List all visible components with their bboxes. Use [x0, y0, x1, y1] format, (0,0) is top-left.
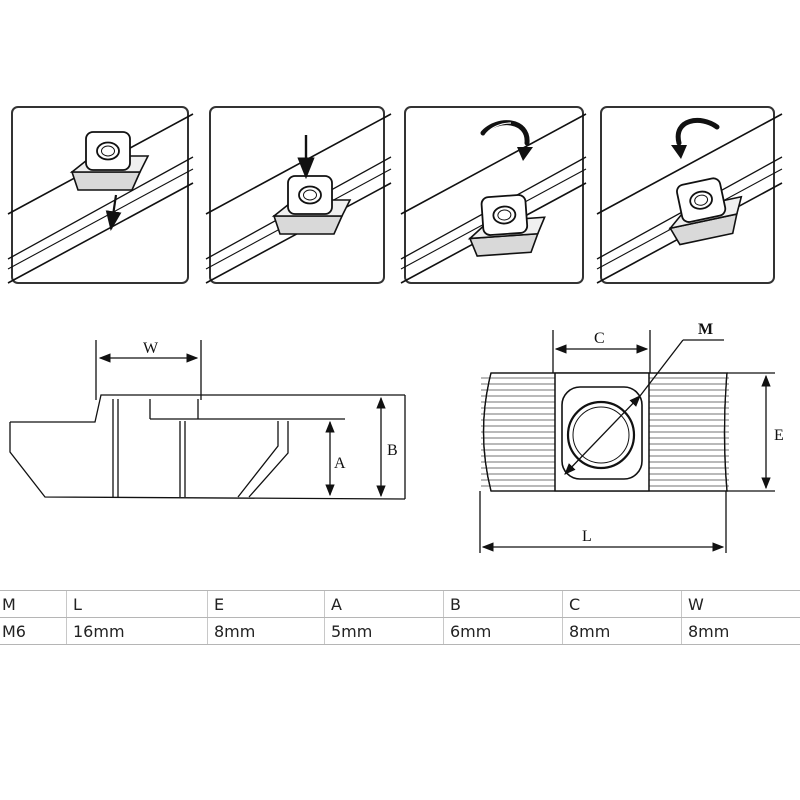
value-cell-a: 5mm [324, 617, 444, 645]
value-cell-b: 6mm [443, 617, 563, 645]
counterclockwise-rotate-icon [671, 117, 720, 159]
clockwise-rotate-icon [480, 120, 533, 161]
dim-label-b: B [387, 442, 398, 459]
header-cell-a: A [324, 590, 444, 618]
header-cell-m: M [0, 590, 67, 618]
spec-table-row: M6 16mm 8mm 5mm 6mm 8mm 8mm [0, 617, 800, 645]
step-panel-4 [596, 106, 783, 284]
header-cell-c: C [562, 590, 682, 618]
header-cell-e: E [207, 590, 325, 618]
step-panel-2 [205, 106, 392, 284]
header-cell-b: B [443, 590, 563, 618]
dim-label-w: W [143, 340, 159, 357]
value-cell-l: 16mm [66, 617, 208, 645]
dim-label-m: M [698, 321, 713, 338]
value-cell-e: 8mm [207, 617, 325, 645]
step-panel-3 [400, 106, 587, 284]
value-cell-w: 8mm [681, 617, 800, 645]
dim-label-e: E [774, 427, 784, 444]
dim-label-l: L [582, 528, 592, 545]
spec-table-header-row: M L E A B C W [0, 590, 800, 618]
value-cell-c: 8mm [562, 617, 682, 645]
step-panel-1 [7, 106, 194, 284]
header-cell-w: W [681, 590, 800, 618]
spec-table: M L E A B C W M6 16mm 8mm 5mm 6mm 8mm 8m… [0, 590, 800, 645]
dim-label-c: C [594, 330, 605, 347]
header-cell-l: L [66, 590, 208, 618]
value-cell-m: M6 [0, 617, 67, 645]
top-view-drawing [479, 330, 775, 553]
side-view-drawing [9, 340, 406, 500]
dim-label-a: A [334, 455, 346, 472]
down-arrow-icon [105, 194, 122, 231]
